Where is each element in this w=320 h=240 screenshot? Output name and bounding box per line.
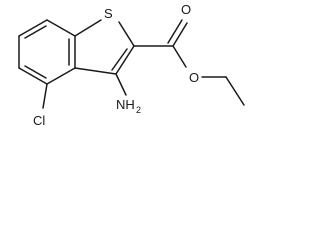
carbonyl-oxygen-label: O bbox=[181, 2, 191, 17]
amino-group-label: NH bbox=[116, 97, 135, 112]
chlorine-atom-label: Cl bbox=[33, 113, 45, 128]
ester-group bbox=[133, 19, 245, 106]
amino-subscript-label: 2 bbox=[136, 105, 141, 115]
sulfur-atom-label: S bbox=[104, 6, 113, 21]
amino-bond bbox=[115, 73, 127, 96]
thiophene-ring bbox=[74, 19, 135, 75]
chemical-structure-diagram: S O O NH 2 Cl bbox=[18, 2, 245, 128]
ester-oxygen-label: O bbox=[189, 70, 199, 85]
chloro-bond bbox=[42, 83, 48, 109]
benzene-ring bbox=[18, 19, 76, 85]
